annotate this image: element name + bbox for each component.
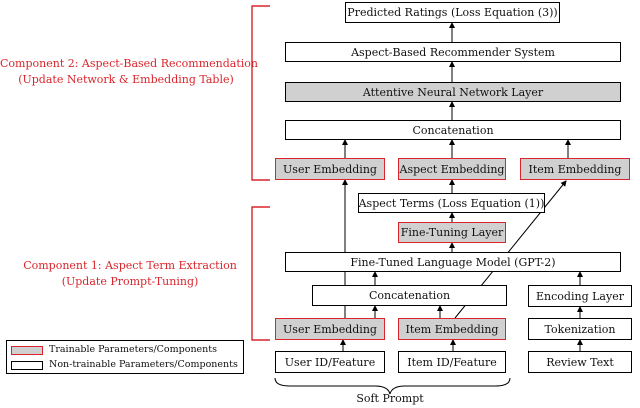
comp2-bracket: [251, 5, 270, 181]
fine-tuning-layer-box: Fine-Tuning Layer: [398, 222, 506, 243]
tokenization-box: Tokenization: [528, 318, 632, 340]
item-id-feature-box: Item ID/Feature: [398, 351, 506, 373]
legend-non-trainable-swatch: [11, 361, 43, 370]
comp1-bracket: [251, 206, 270, 341]
user-id-feature-box: User ID/Feature: [275, 351, 385, 373]
component-2-title: Component 2: Aspect-Based Recommendation: [0, 57, 258, 70]
encoding-layer-box: Encoding Layer: [528, 285, 632, 307]
item-embedding-bottom-box: Item Embedding: [398, 318, 506, 340]
aspect-recommender-box: Aspect-Based Recommender System: [285, 42, 621, 62]
component-1-label: Component 1: Aspect Term Extraction (Upd…: [8, 258, 252, 290]
soft-prompt-brace: [274, 377, 511, 395]
legend: Trainable Parameters/Components Non-trai…: [6, 340, 244, 374]
component-2-label: Component 2: Aspect-Based Recommendation…: [0, 56, 258, 88]
legend-trainable-label: Trainable Parameters/Components: [49, 344, 217, 355]
aspect-embedding-box: Aspect Embedding: [398, 158, 506, 180]
user-embedding-bottom-box: User Embedding: [275, 318, 385, 340]
soft-prompt-label: Soft Prompt: [356, 392, 424, 405]
component-1-subtitle: (Update Prompt-Tuning): [61, 275, 199, 288]
concatenation-bottom-box: Concatenation: [312, 285, 507, 306]
aspect-terms-box: Aspect Terms (Loss Equation (1)): [358, 193, 545, 213]
gpt2-model-box: Fine-Tuned Language Model (GPT-2): [285, 252, 621, 272]
predicted-ratings-box: Predicted Ratings (Loss Equation (3)): [345, 2, 560, 23]
component-2-subtitle: (Update Network & Embedding Table): [18, 73, 234, 86]
component-1-title: Component 1: Aspect Term Extraction: [23, 259, 237, 272]
item-embedding-top-box: Item Embedding: [520, 158, 630, 180]
legend-non-trainable-label: Non-trainable Parameters/Components: [49, 359, 238, 370]
legend-trainable-swatch: [11, 346, 43, 355]
concatenation-top-box: Concatenation: [285, 120, 621, 140]
user-embedding-top-box: User Embedding: [275, 158, 385, 180]
attentive-layer-box: Attentive Neural Network Layer: [285, 82, 621, 102]
review-text-box: Review Text: [528, 351, 632, 373]
